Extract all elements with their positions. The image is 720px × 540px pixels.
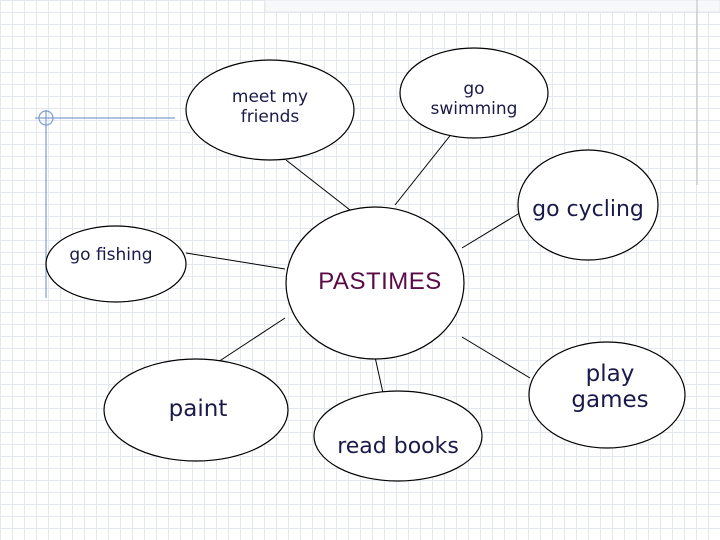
bubble-go-swimming <box>399 47 549 139</box>
bubble-go-fishing <box>45 225 187 303</box>
left-accent-ring <box>38 110 54 126</box>
link-read-books <box>374 356 384 394</box>
top-right-decoration <box>264 0 720 13</box>
bubble-play-games <box>528 341 686 449</box>
node-label-meet-friends: meet my friends <box>231 87 309 127</box>
bubble-meet-friends <box>185 59 355 161</box>
center-label: PASTIMES <box>318 268 442 295</box>
link-paint <box>217 317 286 363</box>
node-label-read-books: read books <box>337 434 459 459</box>
link-meet-friends <box>285 159 351 211</box>
node-label-paint: paint <box>168 396 228 422</box>
link-go-swimming <box>394 126 458 206</box>
node-label-go-swimming: go swimming <box>430 79 518 119</box>
node-label-go-fishing: go fishing <box>69 245 153 265</box>
bubble-read-books <box>313 390 483 482</box>
link-go-cycling <box>461 210 524 249</box>
link-go-fishing <box>185 252 286 270</box>
link-play-games <box>461 336 531 379</box>
bubble-center <box>285 206 465 360</box>
node-label-play-games: play games <box>571 361 649 414</box>
node-label-go-cycling: go cycling <box>532 197 644 222</box>
bubble-go-cycling <box>517 149 659 261</box>
bubble-paint <box>103 358 289 462</box>
